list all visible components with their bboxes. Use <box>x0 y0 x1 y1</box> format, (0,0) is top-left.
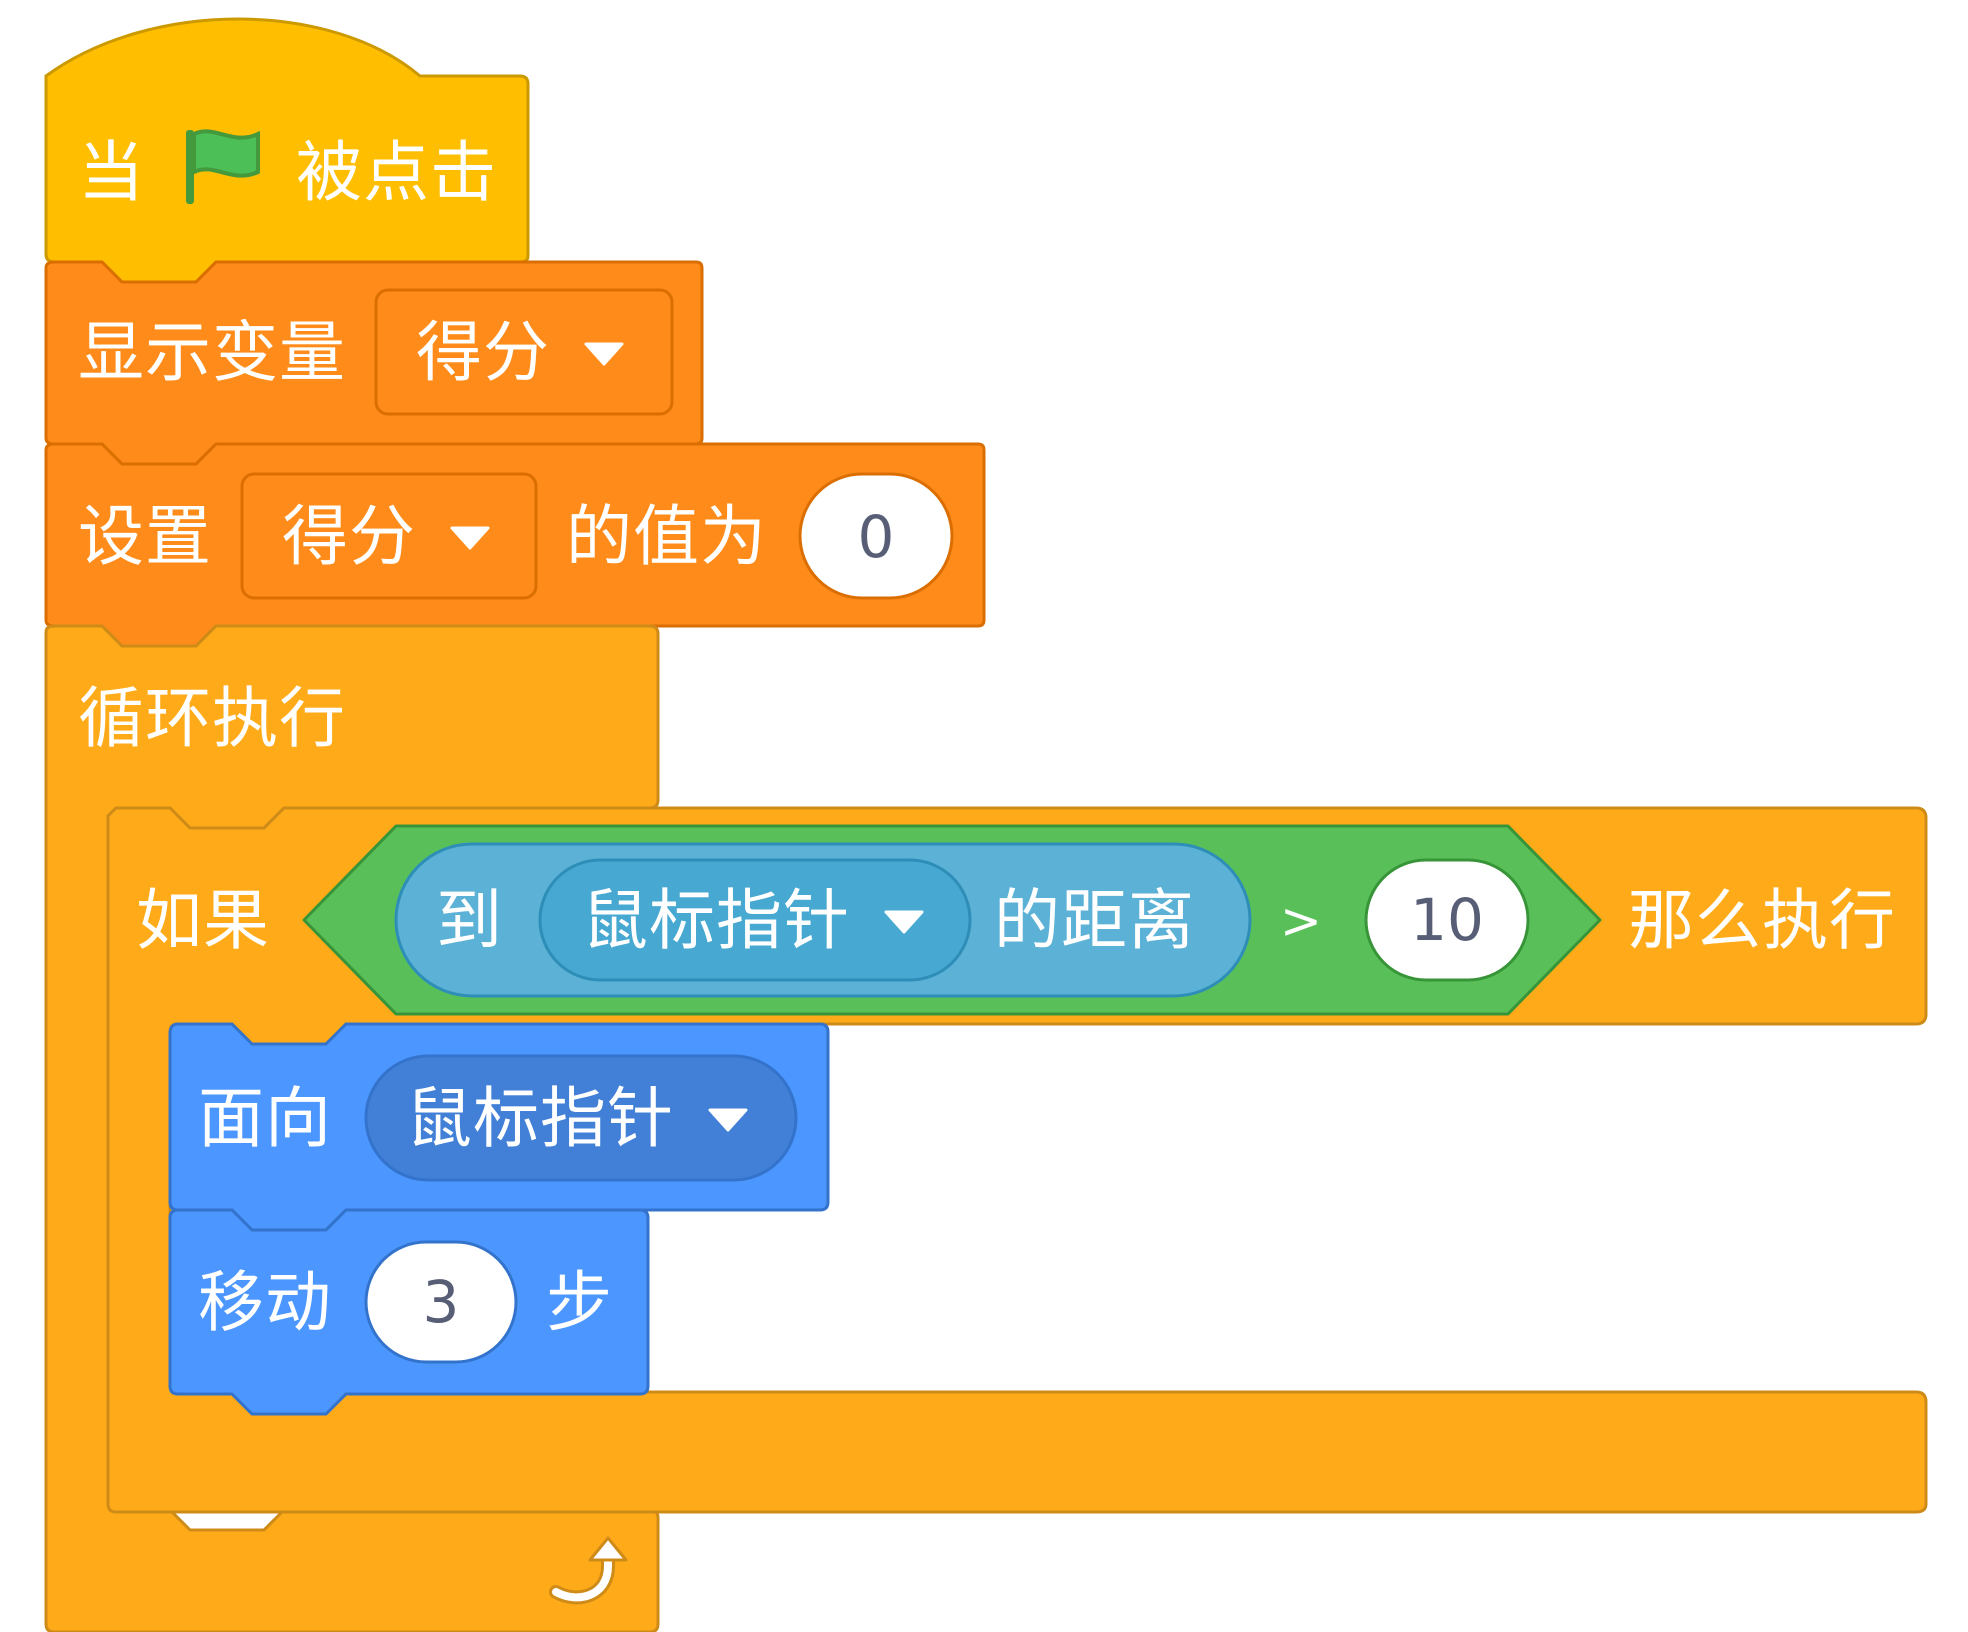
set-variable-name: 得分 <box>282 498 416 575</box>
compare-value-input[interactable] <box>1364 858 1530 982</box>
set-variable-dropdown[interactable] <box>240 472 538 600</box>
set-value-input[interactable] <box>798 472 954 600</box>
loop-arrow-icon <box>549 1536 628 1605</box>
move-label: 移动 <box>198 1264 332 1341</box>
set-variable-to-label: 的值为 <box>566 498 767 575</box>
show-variable-label: 显示变量 <box>78 314 346 391</box>
point-towards-dropdown[interactable] <box>364 1054 798 1182</box>
chevron-down-icon <box>450 526 490 550</box>
move-steps-input[interactable] <box>364 1240 518 1364</box>
chevron-down-icon <box>584 342 624 366</box>
chevron-down-icon <box>884 910 924 934</box>
hat-label-when: 当 <box>78 134 145 211</box>
set-variable-label: 设置 <box>78 498 212 575</box>
hat-label-clicked: 被点击 <box>296 134 497 211</box>
distance-to-label: 到 <box>436 882 503 959</box>
if-label: 如果 <box>136 882 270 959</box>
show-variable-name: 得分 <box>416 314 550 391</box>
set-value-text: 0 <box>857 503 895 571</box>
chevron-down-icon <box>708 1108 748 1132</box>
point-towards-target-text: 鼠标指针 <box>406 1080 674 1157</box>
steps-label: 步 <box>546 1264 613 1341</box>
point-towards-label: 面向 <box>198 1080 332 1157</box>
compare-value-text: 10 <box>1410 886 1484 954</box>
distance-target-text: 鼠标指针 <box>582 882 850 959</box>
distance-target-dropdown[interactable] <box>538 858 972 982</box>
green-flag-icon <box>186 129 260 204</box>
then-label: 那么执行 <box>1628 882 1896 959</box>
show-variable-dropdown[interactable] <box>374 288 674 416</box>
distance-label: 的距离 <box>994 882 1195 959</box>
forever-label: 循环执行 <box>78 680 346 757</box>
move-steps-text: 3 <box>422 1268 460 1336</box>
greater-than-symbol: > <box>1280 892 1323 950</box>
